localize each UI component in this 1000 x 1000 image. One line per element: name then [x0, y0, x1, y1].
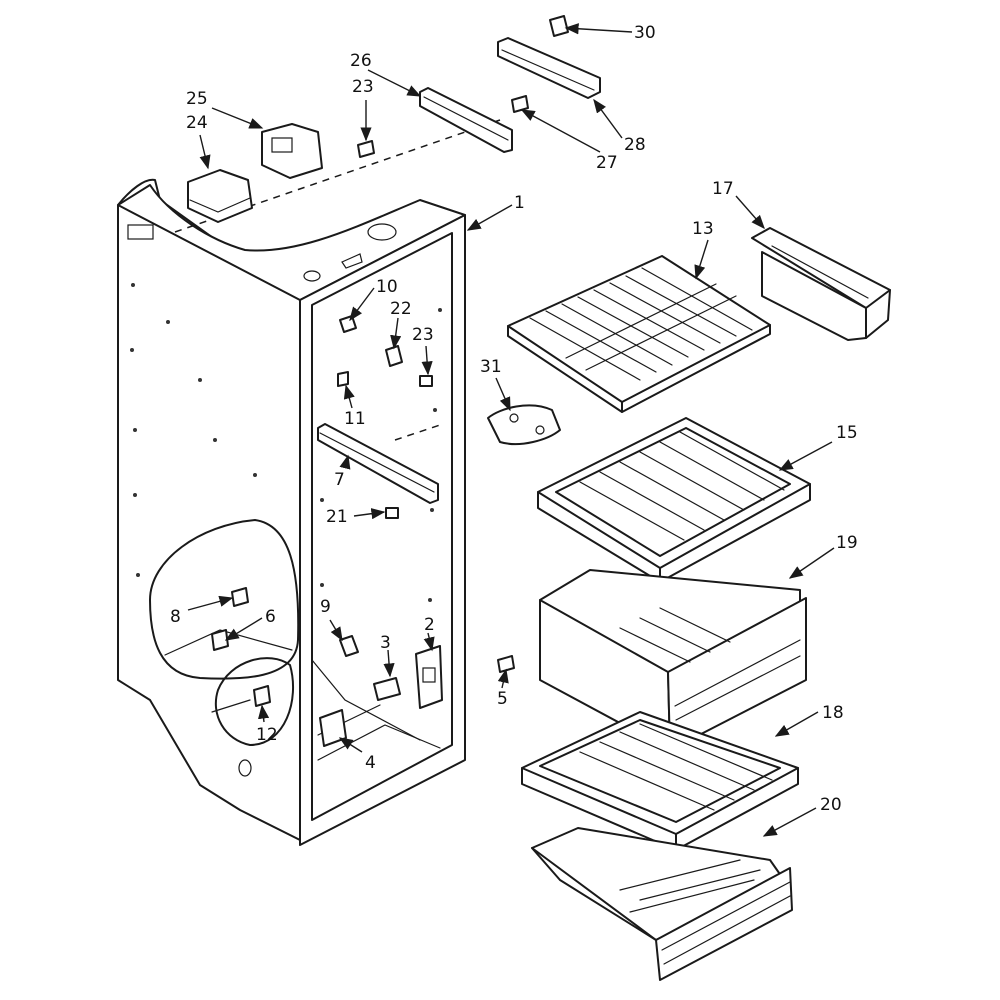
callout-13: 13 [692, 219, 714, 239]
callout-21: 21 [326, 507, 348, 527]
meat-pan-20 [531, 827, 793, 981]
callout-8: 8 [170, 607, 181, 627]
callout-11: 11 [344, 409, 366, 429]
callout-12: 12 [256, 725, 278, 745]
callout-22: 22 [390, 299, 412, 319]
callout-6: 6 [265, 607, 276, 627]
bracket-31 [487, 404, 561, 446]
door-bin-17 [751, 227, 891, 341]
callout-numbers: 1 2 3 4 5 6 7 8 9 10 11 12 13 15 17 18 1… [170, 23, 858, 815]
glass-shelf-15 [537, 417, 811, 583]
callout-19: 19 [836, 533, 858, 553]
callout-4: 4 [365, 753, 376, 773]
callout-30: 30 [634, 23, 656, 43]
callout-3: 3 [380, 633, 391, 653]
shelf-rail-7 [317, 423, 439, 504]
callout-28: 28 [624, 135, 646, 155]
callout-1: 1 [514, 193, 525, 213]
callout-18: 18 [822, 703, 844, 723]
callout-23-lower: 23 [412, 325, 434, 345]
callout-2: 2 [424, 615, 435, 635]
callout-24: 24 [186, 113, 208, 133]
callout-26: 26 [350, 51, 372, 71]
leader-lines [187, 23, 835, 837]
callout-5: 5 [497, 689, 508, 709]
upper-control-parts [187, 15, 601, 223]
callout-25: 25 [186, 89, 208, 109]
crisper-cover-18 [521, 711, 799, 851]
callout-10: 10 [376, 277, 398, 297]
wire-shelf-13 [507, 255, 771, 413]
callout-20: 20 [820, 795, 842, 815]
callout-17: 17 [712, 179, 734, 199]
callout-23-upper: 23 [352, 77, 374, 97]
callout-27: 27 [596, 153, 618, 173]
callout-15: 15 [836, 423, 858, 443]
callout-9: 9 [320, 597, 331, 617]
callout-7: 7 [334, 470, 345, 490]
callout-31: 31 [480, 357, 502, 377]
cabinet-liner [117, 119, 501, 846]
